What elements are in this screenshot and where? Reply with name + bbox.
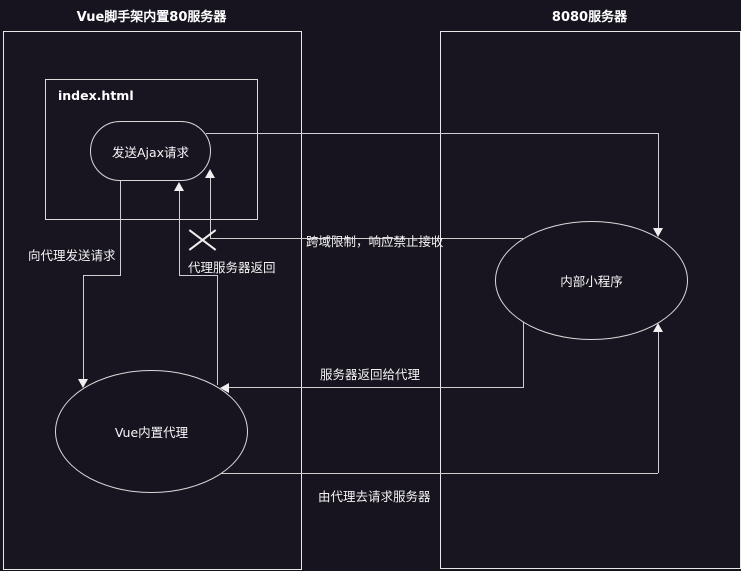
- index-html-label: index.html: [58, 88, 134, 103]
- edge-server-to-proxy-label: 服务器返回给代理: [320, 367, 421, 382]
- right-server-title: 8080服务器: [551, 10, 628, 25]
- edge-proxy-to-server-vline: [658, 330, 659, 473]
- left-server-title: Vue脚手架内置80服务器: [76, 10, 227, 25]
- edge-cors-block-arrowhead: [205, 169, 215, 178]
- index-html-rect: [45, 79, 258, 220]
- edge-cors-block-hline: [210, 238, 523, 239]
- node-ajax-request-label: 发送Ajax请求: [111, 144, 190, 160]
- node-internal-app: 内部小程序: [495, 221, 688, 340]
- node-internal-app-label: 内部小程序: [560, 274, 623, 289]
- edge-send-to-proxy-arrowhead: [78, 379, 88, 388]
- edge-proxy-returns-arrowhead: [174, 182, 184, 191]
- edge-cors-blocked-label: 跨域限制，响应禁止接收: [306, 234, 444, 249]
- edge-proxy-returns-vline1: [217, 275, 218, 385]
- edge-proxy-returns-vline2: [179, 185, 180, 275]
- edge-send-to-proxy-vline1: [120, 180, 121, 275]
- edge-proxy-to-server-label: 由代理去请求服务器: [318, 489, 431, 504]
- edge-proxy-returns-label: 代理服务器返回: [188, 260, 276, 275]
- edge-server-to-proxy-vline: [523, 321, 524, 387]
- edge-proxy-to-server-hline: [221, 473, 658, 474]
- node-ajax-request: 发送Ajax请求: [90, 121, 211, 181]
- edge-ajax-to-server-arrowhead: [653, 228, 663, 237]
- edge-send-to-proxy-vline2: [83, 275, 84, 381]
- edge-send-to-proxy-label: 向代理发送请求: [28, 248, 116, 263]
- edge-ajax-to-server-hline: [206, 133, 658, 134]
- edge-send-to-proxy-hline: [83, 275, 121, 276]
- edge-proxy-to-server-arrowhead: [653, 323, 663, 332]
- edge-proxy-returns-hline: [179, 275, 218, 276]
- edge-server-to-proxy-hline: [227, 387, 524, 388]
- edge-ajax-to-server-vline: [658, 133, 659, 230]
- edge-server-to-proxy-arrowhead: [220, 383, 229, 393]
- node-vue-proxy: Vue内置代理: [55, 370, 248, 493]
- node-vue-proxy-label: Vue内置代理: [114, 425, 189, 440]
- edge-cors-block-vline: [210, 172, 211, 238]
